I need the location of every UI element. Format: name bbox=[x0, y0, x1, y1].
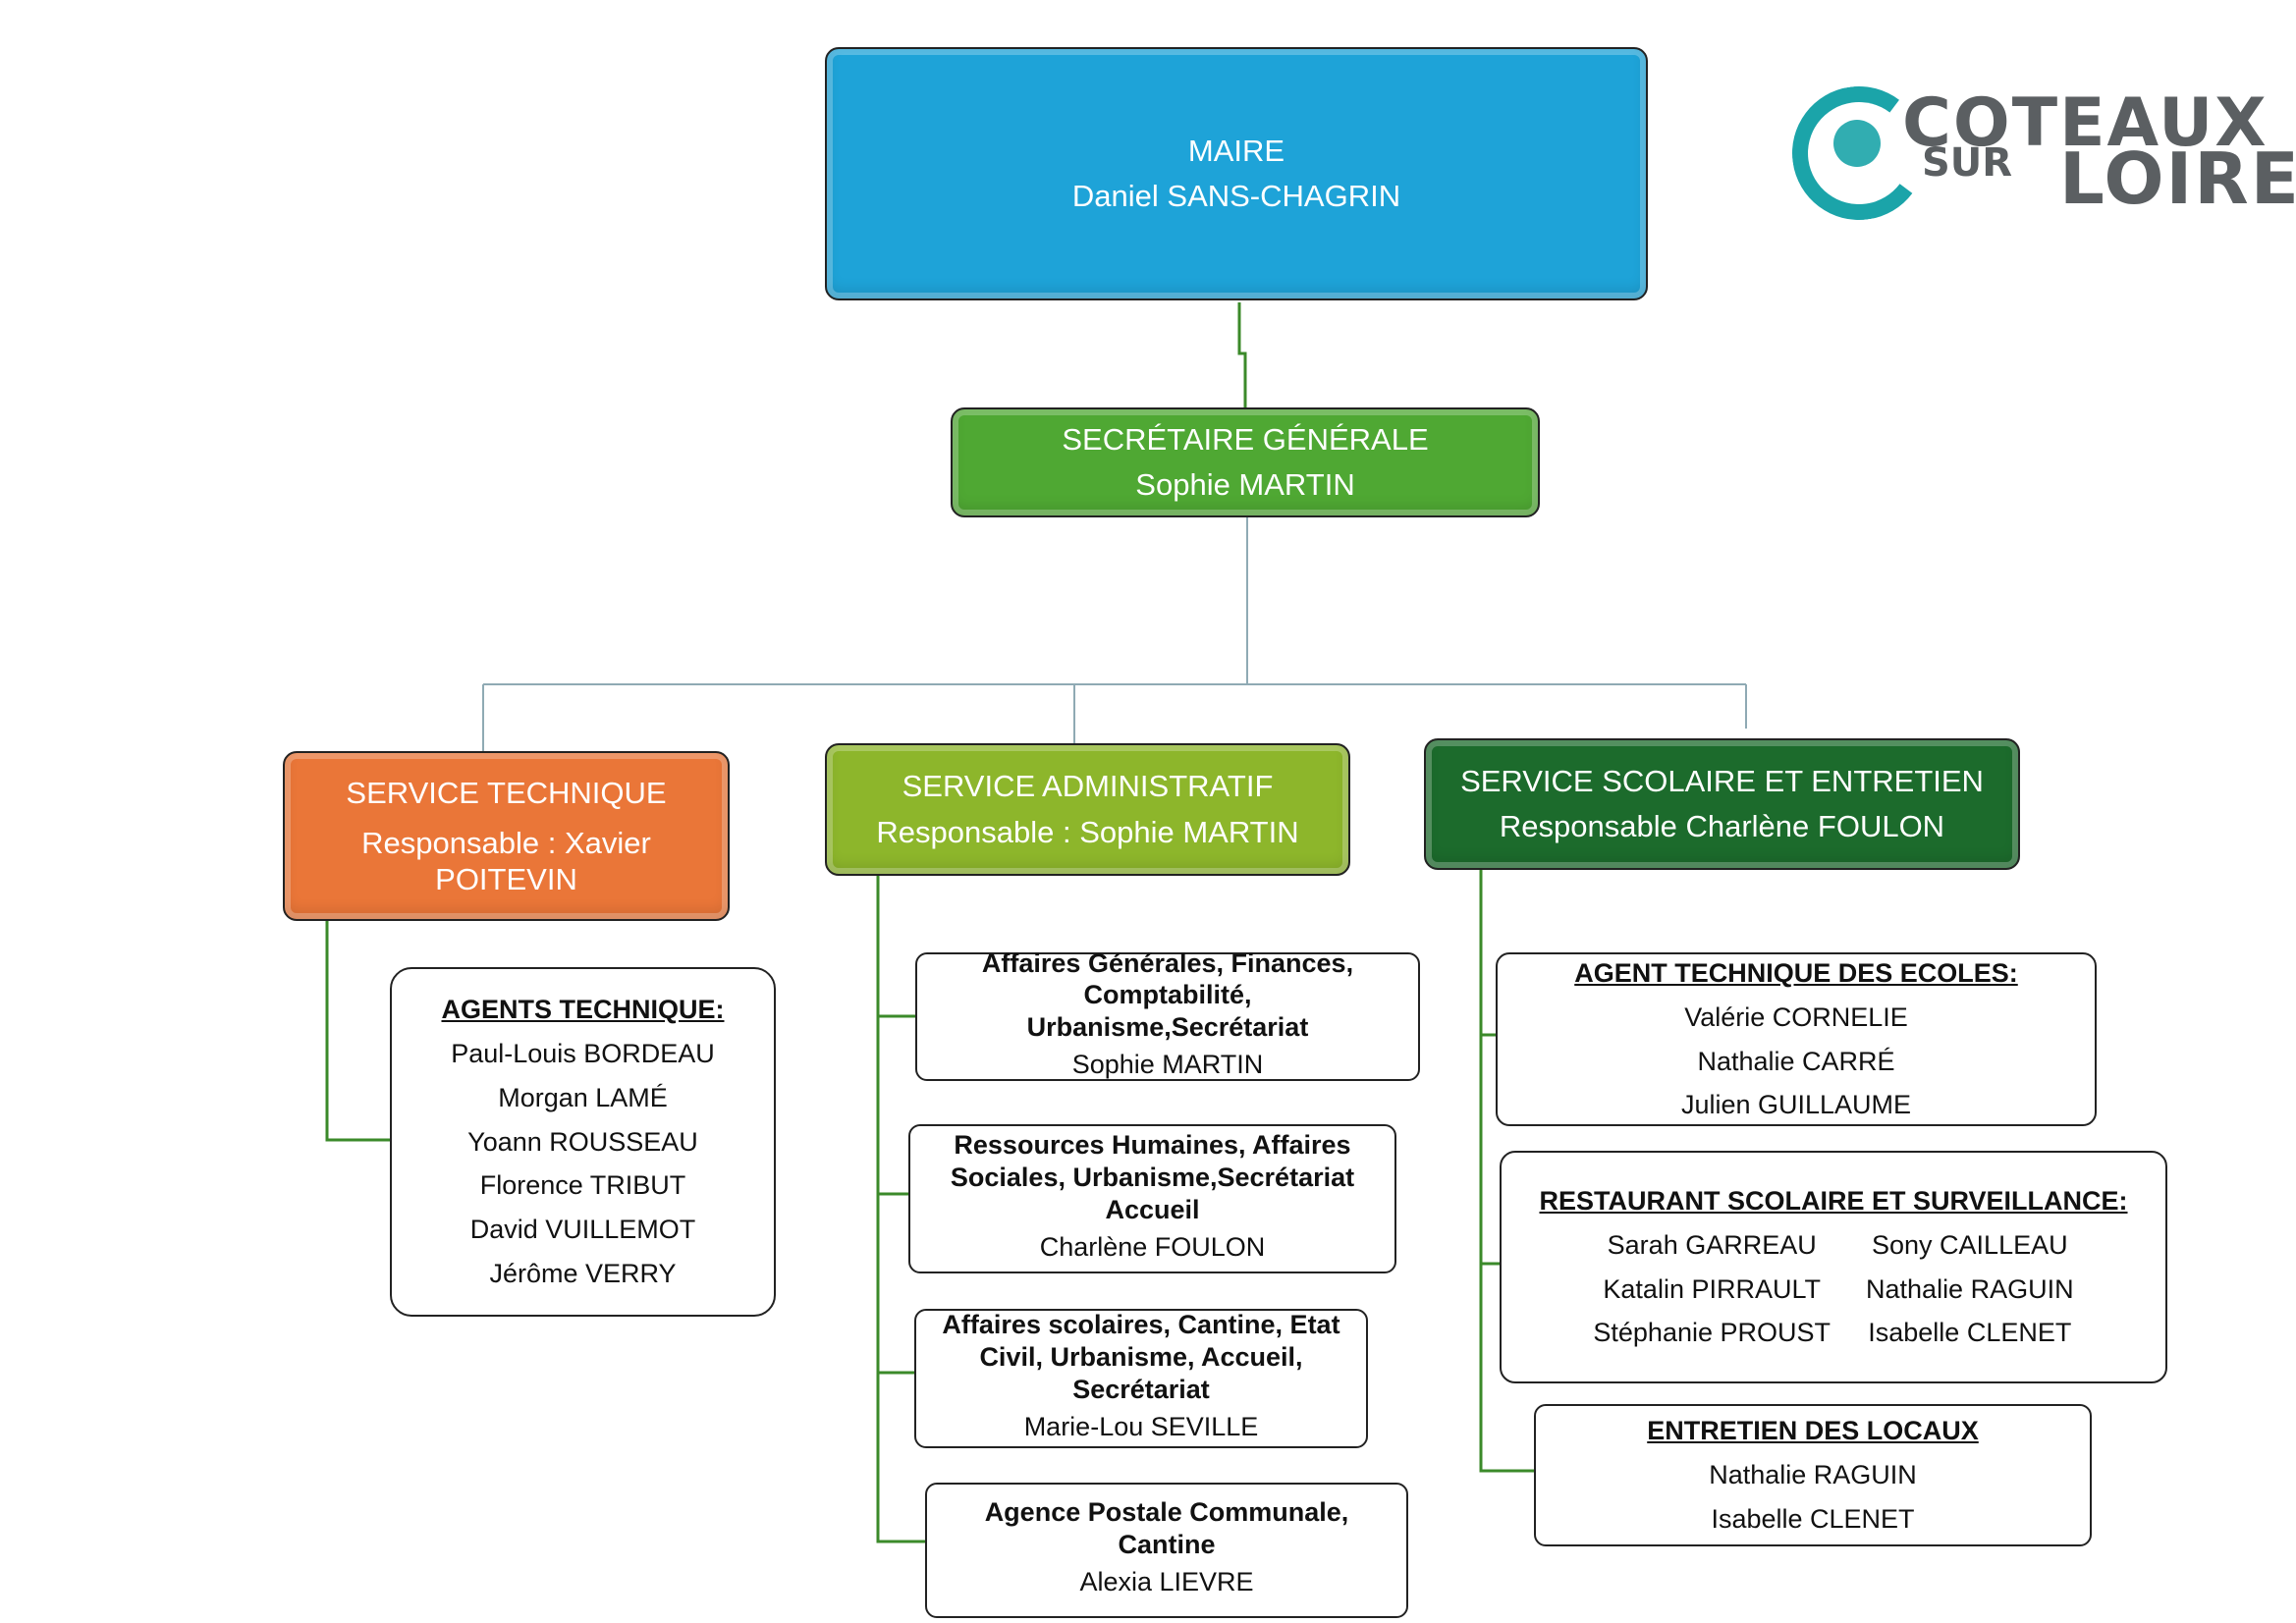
connector-admin-trunk bbox=[876, 876, 925, 1543]
admin-unit-card: Agence Postale Communale, Cantine Alexia… bbox=[925, 1483, 1408, 1618]
admin-unit-name: Alexia LIEVRE bbox=[1079, 1567, 1254, 1597]
connector-maire-secretaire bbox=[1237, 302, 1247, 407]
admin-unit-card: Ressources Humaines, Affaires Sociales, … bbox=[908, 1124, 1396, 1273]
admin-unit-title: Agence Postale Communale, Cantine bbox=[984, 1497, 1349, 1560]
entretien-title: ENTRETIEN DES LOCAUX bbox=[1647, 1416, 1979, 1446]
maire-box: MAIRE Daniel SANS-CHAGRIN bbox=[825, 47, 1648, 300]
admin-unit-card: Affaires Générales, Finances, Comptabili… bbox=[915, 948, 1420, 1081]
secretaire-title: SECRÉTAIRE GÉNÉRALE bbox=[1062, 421, 1429, 457]
restaurant-title: RESTAURANT SCOLAIRE ET SURVEILLANCE: bbox=[1539, 1185, 2128, 1216]
agents-technique-title: AGENTS TECHNIQUE: bbox=[441, 995, 725, 1025]
grape-c-icon bbox=[1833, 120, 1881, 167]
agent-technique-ecoles-card: AGENT TECHNIQUE DES ECOLES: Valérie CORN… bbox=[1496, 952, 2097, 1126]
agents-technique-card: AGENTS TECHNIQUE: Paul-Louis BORDEAU Mor… bbox=[390, 967, 776, 1317]
service-scolaire-title: SERVICE SCOLAIRE ET ENTRETIEN bbox=[1460, 763, 1984, 798]
maire-name: Daniel SANS-CHAGRIN bbox=[1071, 179, 1401, 213]
service-technique-box: SERVICE TECHNIQUE Responsable : Xavier P… bbox=[283, 751, 730, 921]
restaurant-name: Stéphanie PROUST bbox=[1593, 1318, 1831, 1348]
ecoles-name: Valérie CORNELIE bbox=[1684, 1001, 1908, 1032]
admin-unit-title: Ressources Humaines, Affaires Sociales, … bbox=[950, 1130, 1355, 1224]
admin-unit-name: Marie-Lou SEVILLE bbox=[1023, 1411, 1259, 1441]
connector-technique-agents bbox=[325, 921, 390, 1142]
restaurant-name: Sarah GARREAU bbox=[1607, 1229, 1817, 1260]
secretaire-name: Sophie MARTIN bbox=[1135, 467, 1355, 502]
service-technique-title: SERVICE TECHNIQUE bbox=[346, 775, 667, 810]
agent-name: David VUILLEMOT bbox=[469, 1215, 696, 1245]
logo-text-sur: SUR bbox=[1922, 140, 2013, 186]
entretien-locaux-card: ENTRETIEN DES LOCAUX Nathalie RAGUIN Isa… bbox=[1534, 1404, 2092, 1546]
secretaire-box: SECRÉTAIRE GÉNÉRALE Sophie MARTIN bbox=[951, 407, 1540, 517]
restaurant-name: Isabelle CLENET bbox=[1868, 1318, 2072, 1348]
service-scolaire-resp: Responsable Charlène FOULON bbox=[1499, 809, 1945, 843]
admin-unit-name: Charlène FOULON bbox=[1039, 1231, 1266, 1262]
service-administratif-box: SERVICE ADMINISTRATIF Responsable : Soph… bbox=[825, 743, 1350, 876]
agent-name: Morgan LAMÉ bbox=[498, 1082, 668, 1112]
service-administratif-title: SERVICE ADMINISTRATIF bbox=[902, 769, 1274, 803]
connector-scolaire-trunk bbox=[1479, 870, 1534, 1473]
service-scolaire-box: SERVICE SCOLAIRE ET ENTRETIEN Responsabl… bbox=[1424, 738, 2020, 870]
admin-unit-name: Sophie MARTIN bbox=[1071, 1050, 1264, 1080]
entretien-name: Isabelle CLENET bbox=[1711, 1503, 1915, 1534]
agent-name: Yoann ROUSSEAU bbox=[467, 1126, 698, 1157]
restaurant-name: Nathalie RAGUIN bbox=[1866, 1273, 2074, 1304]
service-administratif-resp: Responsable : Sophie MARTIN bbox=[876, 814, 1299, 849]
maire-title: MAIRE bbox=[1187, 133, 1285, 168]
service-technique-resp: Responsable : Xavier POITEVIN bbox=[361, 825, 651, 897]
ecoles-name: Julien GUILLAUME bbox=[1680, 1090, 1912, 1120]
ecoles-title: AGENT TECHNIQUE DES ECOLES: bbox=[1574, 957, 2018, 988]
admin-unit-card: Affaires scolaires, Cantine, Etat Civil,… bbox=[914, 1309, 1368, 1448]
admin-unit-title: Affaires Générales, Finances, Comptabili… bbox=[981, 947, 1354, 1043]
agent-name: Jérôme VERRY bbox=[489, 1259, 677, 1289]
coteaux-sur-loire-logo: COTEAUX SUR LOIRE bbox=[1783, 78, 2296, 229]
logo-text-loire: LOIRE bbox=[2059, 137, 2296, 220]
restaurant-scolaire-card: RESTAURANT SCOLAIRE ET SURVEILLANCE: Sar… bbox=[1500, 1151, 2167, 1383]
ecoles-name: Nathalie CARRÉ bbox=[1697, 1046, 1895, 1076]
admin-unit-title: Affaires scolaires, Cantine, Etat Civil,… bbox=[942, 1310, 1340, 1404]
logo-text-coteaux: COTEAUX bbox=[1902, 84, 2269, 162]
entretien-name: Nathalie RAGUIN bbox=[1709, 1460, 1917, 1490]
agent-name: Paul-Louis BORDEAU bbox=[451, 1038, 715, 1068]
agent-name: Florence TRIBUT bbox=[479, 1170, 686, 1201]
restaurant-name: Katalin PIRRAULT bbox=[1603, 1273, 1821, 1304]
restaurant-names-grid: Sarah GARREAU Sony CAILLEAU Katalin PIRR… bbox=[1593, 1223, 2073, 1355]
restaurant-name: Sony CAILLEAU bbox=[1872, 1229, 2068, 1260]
